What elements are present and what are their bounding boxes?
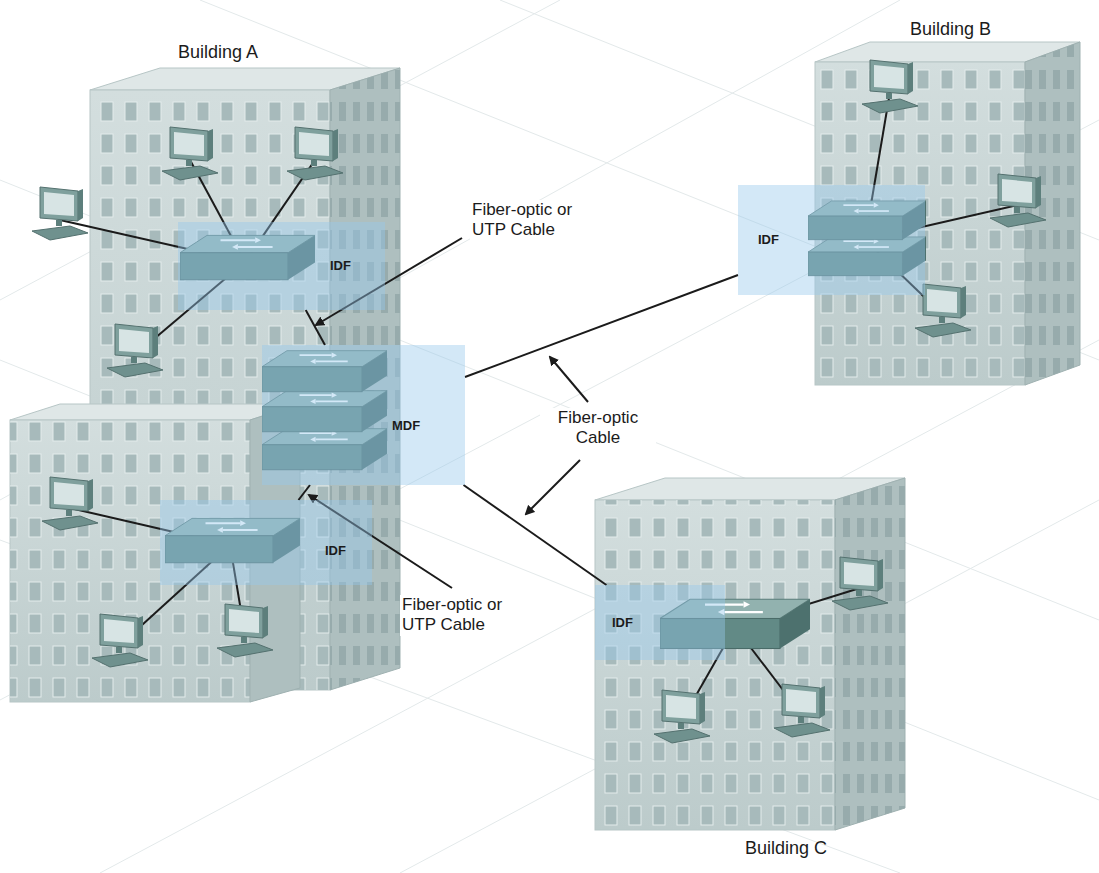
wall	[595, 500, 835, 830]
box-label: IDF	[330, 258, 351, 274]
mdf-box: MDF	[262, 345, 465, 485]
computer-icon	[32, 187, 88, 240]
computer-icon	[107, 324, 163, 377]
callout-arrow	[550, 357, 588, 402]
grid-line	[0, 360, 1099, 800]
building-label: Building B	[910, 19, 991, 41]
computer-icon	[832, 557, 888, 610]
callout-arrow	[526, 460, 580, 514]
building-label: Building A	[178, 42, 258, 64]
idf-box: IDF	[160, 500, 372, 585]
callout-label: Fiber-optic or UTP Cable	[400, 595, 539, 636]
building-label: Building C	[745, 838, 827, 860]
building-c-figure	[595, 478, 905, 830]
box-label: IDF	[758, 232, 779, 248]
callout-label: Fiber-optic Cable	[540, 408, 656, 449]
idf-box: IDF	[738, 185, 925, 295]
computers	[32, 60, 1046, 743]
callout-label: Fiber-optic or UTP Cable	[470, 200, 609, 241]
box-label: IDF	[325, 543, 346, 559]
windows	[595, 500, 835, 830]
computer-icon	[990, 174, 1046, 227]
building-node: Building B IDF	[738, 15, 1088, 395]
windows	[1025, 42, 1080, 385]
box-label: IDF	[612, 615, 633, 631]
grid-line	[400, 500, 1099, 873]
cable-link	[465, 275, 738, 377]
computer-icon	[862, 60, 918, 113]
computer-icon	[217, 604, 273, 657]
computer-icon	[654, 690, 710, 743]
computer-icon	[162, 127, 218, 180]
computer-icon	[42, 477, 98, 530]
cable-link	[306, 310, 325, 345]
cable-link	[299, 485, 310, 500]
building-node: Building AIDFMDFIDF	[10, 40, 410, 695]
host-wires	[60, 92, 1018, 720]
idf-box: IDF	[178, 222, 385, 310]
box-label: MDF	[392, 418, 420, 434]
side-wall	[1025, 42, 1080, 385]
computer-icon	[287, 127, 343, 180]
grid-line	[100, 340, 1099, 873]
computer-icon	[774, 684, 830, 737]
side-wall	[835, 478, 905, 830]
cable-link	[464, 485, 607, 585]
windows	[835, 478, 905, 830]
computer-icon	[92, 614, 148, 667]
idf-box: IDF	[595, 585, 725, 660]
building-node: Building C IDF	[595, 470, 915, 865]
